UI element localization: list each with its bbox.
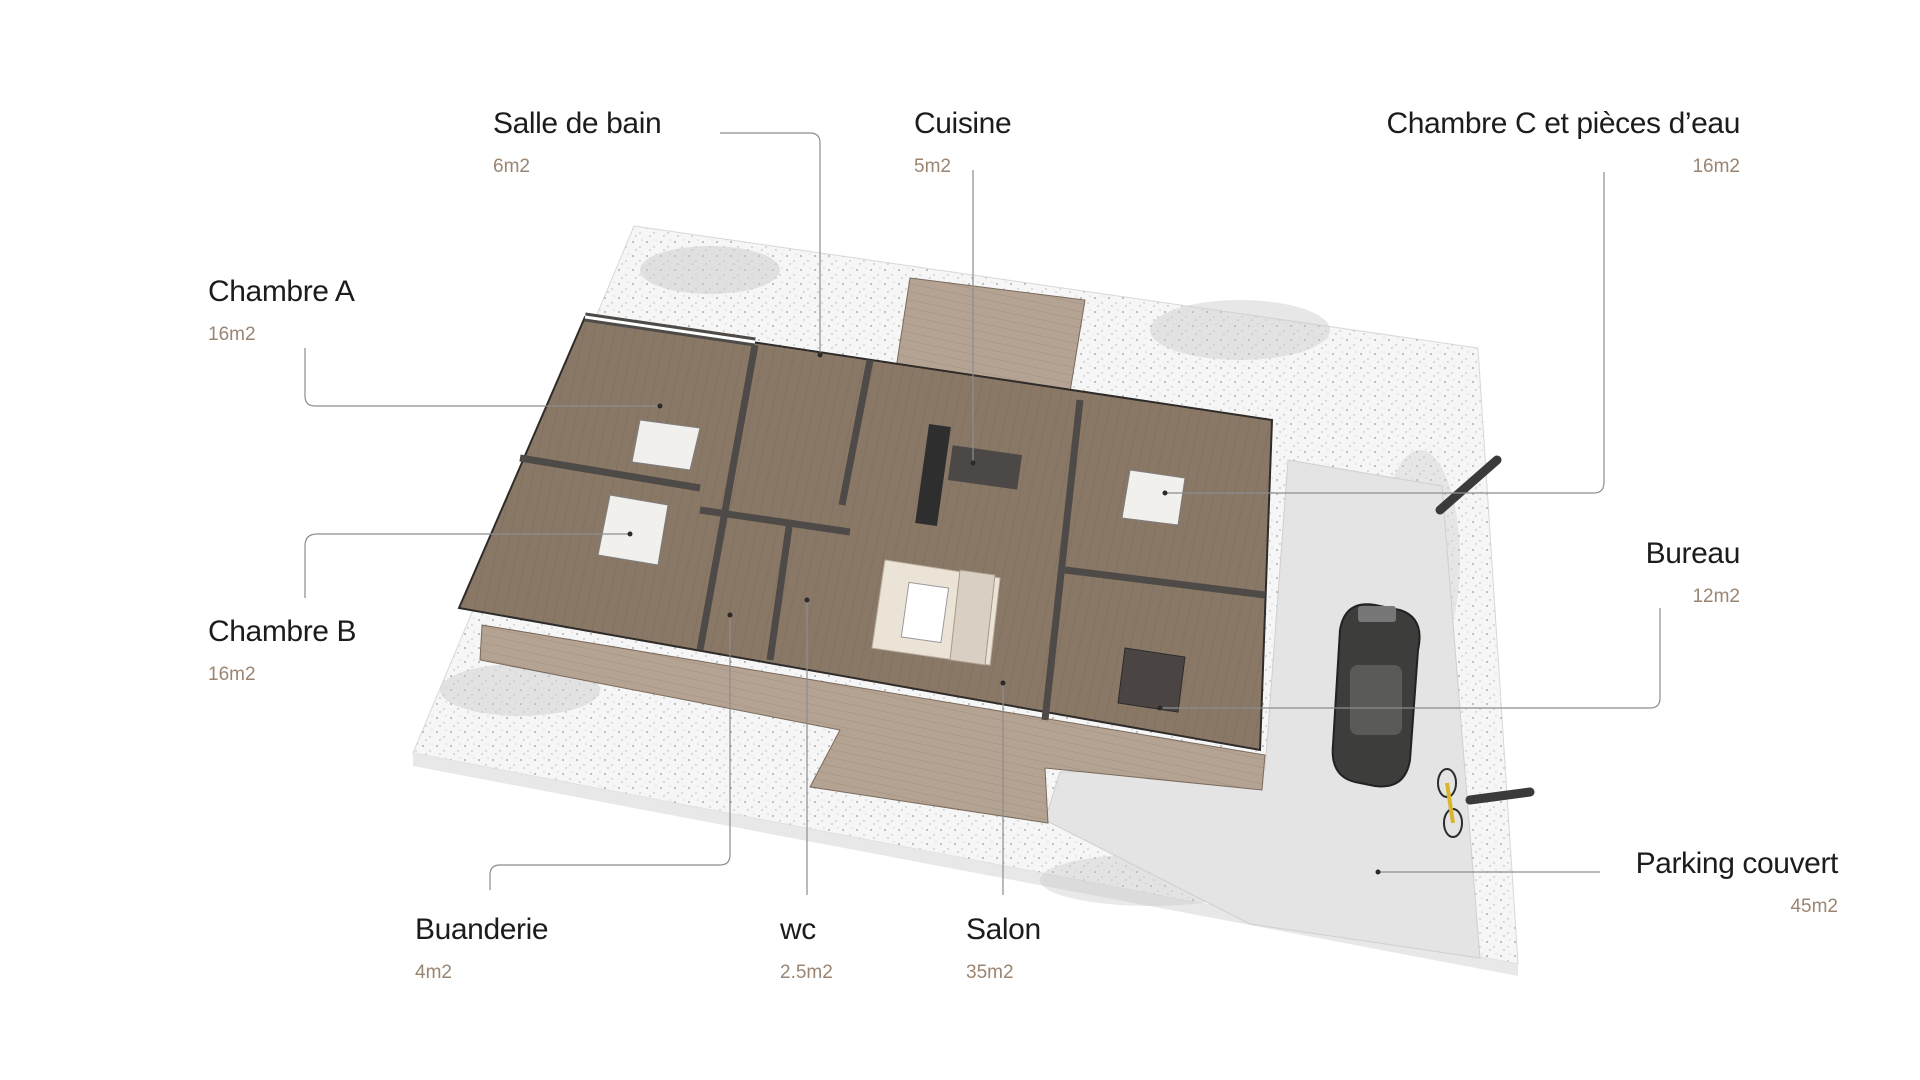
leader-dot (1000, 680, 1006, 686)
car (1331, 603, 1421, 788)
label-chambre-b: Chambre B 16m2 (208, 614, 357, 686)
room-name: Salon (966, 913, 1041, 946)
bed-chambre-b (597, 494, 669, 566)
label-cuisine: Cuisine 5m2 (914, 106, 1012, 178)
bicycle-wheel (1443, 808, 1463, 838)
kitchen-island (947, 445, 1023, 490)
wall-chambre-c-south (1064, 566, 1266, 599)
room-name: Buanderie (415, 913, 549, 946)
bed (1121, 469, 1186, 526)
room-name: Bureau (1645, 537, 1741, 570)
kitchen-counter (915, 423, 951, 527)
bicycle-wheel (1437, 768, 1457, 798)
bed (631, 419, 701, 471)
room-area: 4m2 (415, 962, 452, 983)
bicycle-frame (1445, 782, 1455, 824)
room-area: 5m2 (914, 156, 951, 177)
salon-sofa (949, 569, 996, 666)
deck-south (479, 624, 1266, 824)
label-buanderie: Buanderie 4m2 (415, 912, 549, 984)
wall-chambres-east (696, 344, 759, 651)
grass-cluster (440, 664, 600, 716)
bed-chambre-c (1121, 469, 1186, 526)
room-name: Parking couvert (1635, 847, 1839, 880)
room-area: 16m2 (208, 664, 256, 685)
room-area: 6m2 (493, 156, 530, 177)
leader-chambre-a (304, 348, 660, 407)
leader-dot (817, 352, 823, 358)
room-area: 2.5m2 (780, 962, 833, 983)
leader-dot (1375, 869, 1381, 875)
wall-wc-east (766, 519, 794, 661)
label-salon: Salon 35m2 (966, 912, 1041, 984)
wall-buanderie-wc (699, 506, 851, 536)
leader-chambre-b (304, 533, 630, 598)
room-area: 12m2 (1692, 586, 1740, 607)
leader-dot (804, 597, 810, 603)
label-salle-de-bain: Salle de bain 6m2 (493, 106, 662, 178)
label-chambre-a: Chambre A 16m2 (208, 274, 355, 346)
room-name: Chambre B (208, 615, 357, 648)
leader-dots (627, 352, 1381, 875)
room-name: Salle de bain (493, 107, 662, 140)
leader-dot (627, 531, 633, 537)
grass-cluster (1150, 300, 1330, 360)
leader-dot (727, 612, 733, 618)
room-name: wc (780, 913, 816, 946)
room-area: 16m2 (1692, 156, 1740, 177)
room-name: Cuisine (914, 107, 1012, 140)
salon-table (900, 581, 950, 644)
label-parking: Parking couvert 45m2 (1635, 846, 1839, 918)
room-area: 16m2 (208, 324, 256, 345)
bed-chambre-a (631, 419, 701, 471)
leader-bureau (1160, 608, 1661, 709)
grass-cluster (640, 246, 780, 294)
label-bureau: Bureau 12m2 (1645, 536, 1741, 608)
label-wc: wc 2.5m2 (780, 912, 833, 984)
leader-buanderie (489, 615, 731, 890)
label-chambre-c: Chambre C et pièces d’eau 16m2 (1386, 106, 1740, 178)
leader-dot (1162, 490, 1168, 496)
room-name: Chambre C et pièces d’eau (1386, 107, 1740, 140)
leader-chambre-c (1165, 172, 1605, 494)
house-walls-cap (584, 315, 756, 344)
leader-dot (970, 460, 976, 466)
parking-post (1435, 455, 1502, 515)
leader-lines (304, 132, 1661, 895)
interior-walls (519, 344, 1266, 721)
parking-post (1465, 787, 1535, 805)
car-grille (1358, 606, 1396, 622)
wall-salon-east (1041, 399, 1084, 721)
bicycle (1437, 768, 1463, 838)
bureau-desk (1117, 647, 1186, 713)
leader-dot (657, 403, 663, 409)
leader-salle-de-bain (720, 132, 821, 355)
car-roof (1350, 665, 1402, 735)
room-name: Chambre A (208, 275, 355, 308)
wall-chambre-a-b (519, 454, 701, 492)
leader-dot (1157, 705, 1163, 711)
wall-bain-east (838, 359, 874, 506)
room-area: 35m2 (966, 962, 1014, 983)
room-area: 45m2 (1790, 896, 1838, 917)
bed (597, 494, 669, 566)
